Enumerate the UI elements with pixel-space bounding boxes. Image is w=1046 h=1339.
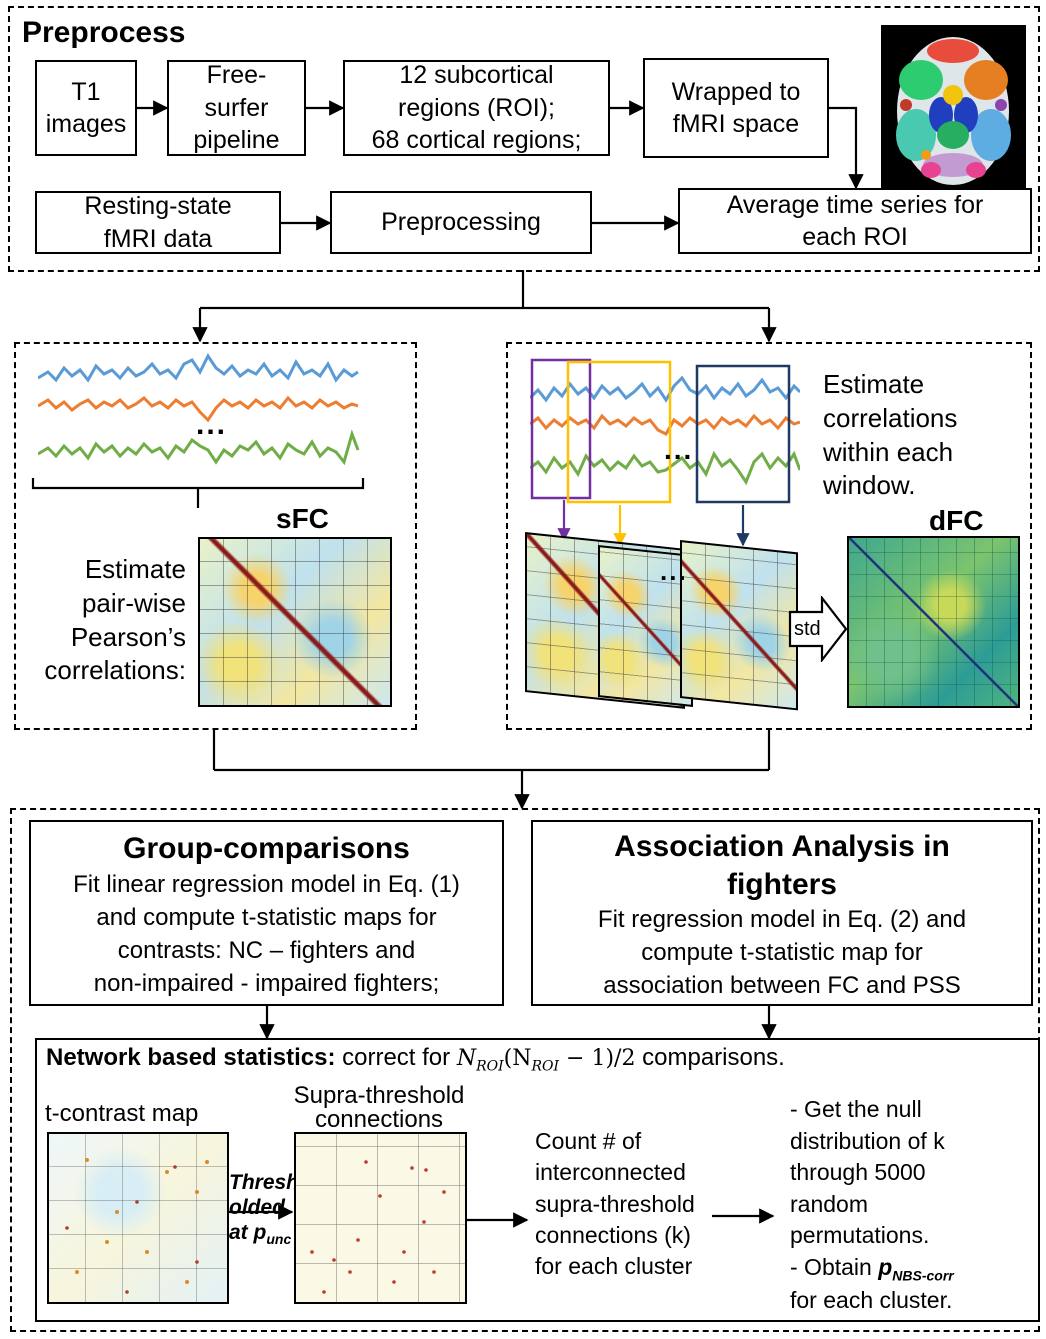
dfc-series-ellipsis: ... — [664, 434, 694, 465]
std-label: std — [794, 618, 821, 640]
sfc-ellipsis: ... — [196, 408, 228, 441]
group-comparisons-text: Fit linear regression model in Eq. (1) a… — [73, 870, 460, 997]
sfc-label: sFC — [276, 503, 329, 534]
brain-atlas-image — [881, 25, 1026, 191]
window-purple — [530, 358, 592, 500]
nbs-comparisons: comparisons. — [642, 1044, 785, 1071]
dfc-series-blue — [530, 375, 800, 403]
regions-label: 12 subcortical regions (ROI); 68 cortica… — [371, 61, 582, 155]
wrapped-box: Wrapped to fMRI space — [643, 58, 829, 158]
sfc-series-green — [38, 429, 360, 466]
group-comparisons-title: Group-comparisons — [123, 832, 410, 865]
nbs-header: Network based statistics: correct for NR… — [46, 1044, 785, 1074]
group-comparisons-box: Group-comparisons Fit linear regression … — [29, 820, 504, 1006]
dfc-frame — [506, 342, 1032, 730]
nbs-formula: NROI(NROI − 1)/2 — [456, 1046, 636, 1075]
nbs-correct-text: correct for — [342, 1044, 451, 1071]
regions-box: 12 subcortical regions (ROI); 68 cortica… — [343, 60, 610, 156]
supra-dots — [310, 1160, 446, 1294]
dfc-estimate-text: Estimate correlations within each window… — [823, 369, 958, 501]
nbs-title: Network based statistics: — [46, 1044, 336, 1071]
tmap-matrix — [47, 1132, 229, 1304]
threshold-label: Thresh olded at punc — [229, 1171, 300, 1248]
preprocess-frame — [8, 6, 1040, 272]
sfc-time-series — [38, 353, 360, 466]
nbs-box — [35, 1038, 1040, 1322]
preprocess-title: Preprocess — [22, 16, 186, 49]
dfc-matrix-ellipsis: ... — [660, 556, 688, 586]
dfc-window-matrix-3 — [680, 540, 798, 711]
wrapped-label: Wrapped to fMRI space — [671, 77, 801, 139]
sfc-series-orange — [38, 395, 359, 423]
association-title: Association Analysis in fighters — [614, 830, 950, 901]
tmap-label: t-contrast map — [45, 1100, 199, 1127]
freesurfer-label: Free- surfer pipeline — [193, 61, 280, 155]
window-yellow — [566, 360, 672, 504]
t1-images-label: T1 images — [45, 77, 127, 139]
count-text: Count # of interconnected supra-threshol… — [535, 1128, 695, 1280]
window-navy — [695, 364, 791, 504]
supra-label: Supra-threshold connections — [293, 1082, 465, 1133]
preprocessing-box: Preprocessing — [330, 191, 592, 254]
preprocessing-label: Preprocessing — [381, 208, 541, 237]
resting-state-box: Resting-state fMRI data — [35, 191, 281, 254]
association-text: Fit regression model in Eq. (2) and comp… — [597, 906, 967, 1000]
sfc-frame — [14, 342, 417, 730]
dfc-series-orange — [530, 413, 800, 436]
resting-state-label: Resting-state fMRI data — [84, 192, 232, 253]
dfc-series-green — [530, 450, 800, 486]
std-arrow — [788, 596, 848, 662]
sfc-matrix — [198, 537, 392, 707]
dfc-time-series — [530, 358, 800, 504]
t1-images-box: T1 images — [35, 60, 137, 156]
supra-matrix — [294, 1132, 467, 1304]
sfc-bracket — [31, 478, 365, 508]
null-distribution-text: - Get the null distribution of k through… — [790, 1096, 954, 1314]
association-box: Association Analysis in fighters Fit reg… — [531, 820, 1033, 1006]
arrow-wrapped-average — [829, 106, 864, 190]
tmap-dots — [65, 1158, 209, 1294]
average-box: Average time series for each ROI — [678, 188, 1032, 254]
dfc-matrix — [847, 536, 1020, 708]
dfc-label: dFC — [929, 505, 984, 536]
average-label: Average time series for each ROI — [726, 190, 984, 252]
sfc-series-blue — [38, 353, 359, 383]
freesurfer-box: Free- surfer pipeline — [167, 60, 306, 156]
sfc-estimate-text: Estimate pair-wise Pearson’s correlation… — [44, 554, 186, 686]
